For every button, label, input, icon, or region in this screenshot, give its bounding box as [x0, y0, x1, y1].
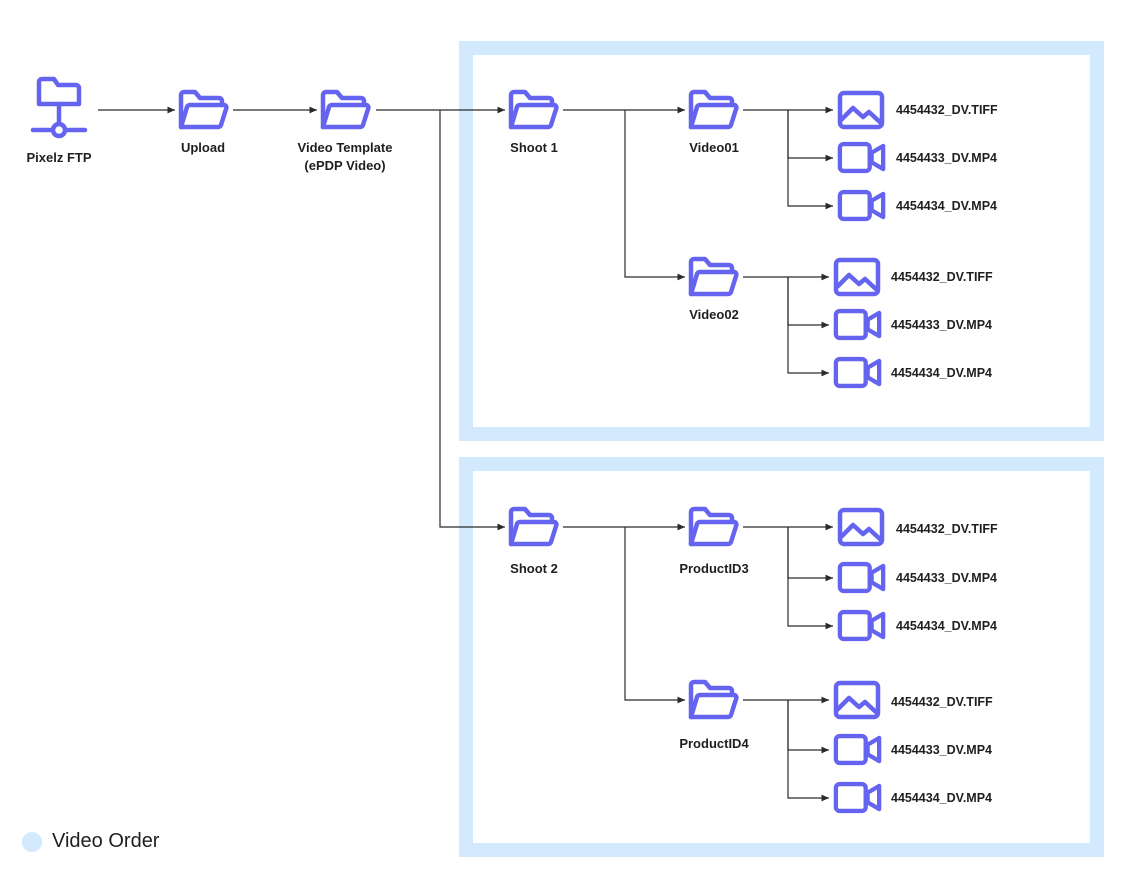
video-icon: [840, 612, 883, 639]
legend-swatch: [22, 831, 42, 852]
node-label-template: Video Template (ePDP Video): [285, 139, 405, 175]
node-label-video02: Video02: [689, 307, 739, 322]
edge-product4-file2: [787, 700, 829, 754]
file-label: 4454434_DV.MP4: [891, 366, 993, 380]
video-icon: [836, 311, 879, 338]
edge-template-shoot2: [439, 110, 505, 531]
connectors: [98, 106, 833, 802]
image-icon: [836, 683, 878, 717]
node-label-shoot2: Shoot 2: [510, 561, 558, 576]
edge-shoot2-product4: [624, 527, 685, 704]
legend: Video Order: [22, 830, 159, 853]
network-folder-icon: [30, 76, 88, 139]
file-label: 4454432_DV.TIFF: [896, 103, 998, 117]
node-label-ftp: Pixelz FTP: [26, 150, 92, 165]
shoot2-folder-icon: [511, 509, 556, 544]
edge-product3-file3: [787, 527, 833, 630]
node-label-template-line1: Video Template: [297, 140, 393, 155]
edge-video02-file2: [787, 277, 829, 329]
legend-label: Video Order: [52, 830, 160, 852]
file-label: 4454434_DV.MP4: [896, 199, 998, 213]
video-order-group-1: [459, 41, 1104, 441]
file-label: 4454433_DV.MP4: [891, 743, 993, 757]
video-icon: [836, 359, 879, 386]
video-icon: [840, 192, 883, 219]
edge-video01-file3: [787, 110, 833, 210]
node-label-shoot1: Shoot 1: [510, 140, 558, 155]
template-folder-icon: [323, 92, 368, 127]
edge-shoot1-video02: [624, 110, 685, 281]
product3-folder-icon: [691, 509, 736, 544]
node-label-template-line2: (ePDP Video): [304, 158, 386, 173]
file-label: 4454434_DV.MP4: [896, 619, 998, 633]
shoot1-folder-icon: [511, 92, 556, 127]
node-label-video01: Video01: [689, 140, 739, 155]
edge-video01-file2: [787, 110, 833, 162]
file-label: 4454433_DV.MP4: [896, 151, 998, 165]
image-icon: [840, 93, 882, 127]
video-icon: [840, 144, 883, 171]
product4-folder-icon: [691, 682, 736, 717]
node-label-product4: ProductID4: [679, 736, 749, 751]
file-label: 4454433_DV.MP4: [891, 318, 993, 332]
edge-product3-file2: [787, 527, 833, 582]
node-label-product3: ProductID3: [679, 561, 749, 576]
edge-product4-file3: [787, 700, 829, 802]
video-icon: [836, 736, 879, 763]
file-label: 4454432_DV.TIFF: [891, 695, 993, 709]
file-label: 4454433_DV.MP4: [896, 571, 998, 585]
video-order-group-2: [459, 457, 1104, 857]
node-label-upload: Upload: [180, 140, 226, 155]
file-label: 4454434_DV.MP4: [891, 791, 993, 805]
video01-folder-icon: [691, 92, 736, 127]
edge-video02-file3: [787, 277, 829, 377]
video-icon: [840, 564, 883, 591]
video02-folder-icon: [691, 259, 736, 294]
file-label: 4454432_DV.TIFF: [896, 522, 998, 536]
file-label: 4454432_DV.TIFF: [891, 270, 993, 284]
image-icon: [836, 260, 878, 294]
image-icon: [840, 510, 882, 544]
upload-folder-icon: [181, 92, 226, 127]
video-icon: [836, 784, 879, 811]
